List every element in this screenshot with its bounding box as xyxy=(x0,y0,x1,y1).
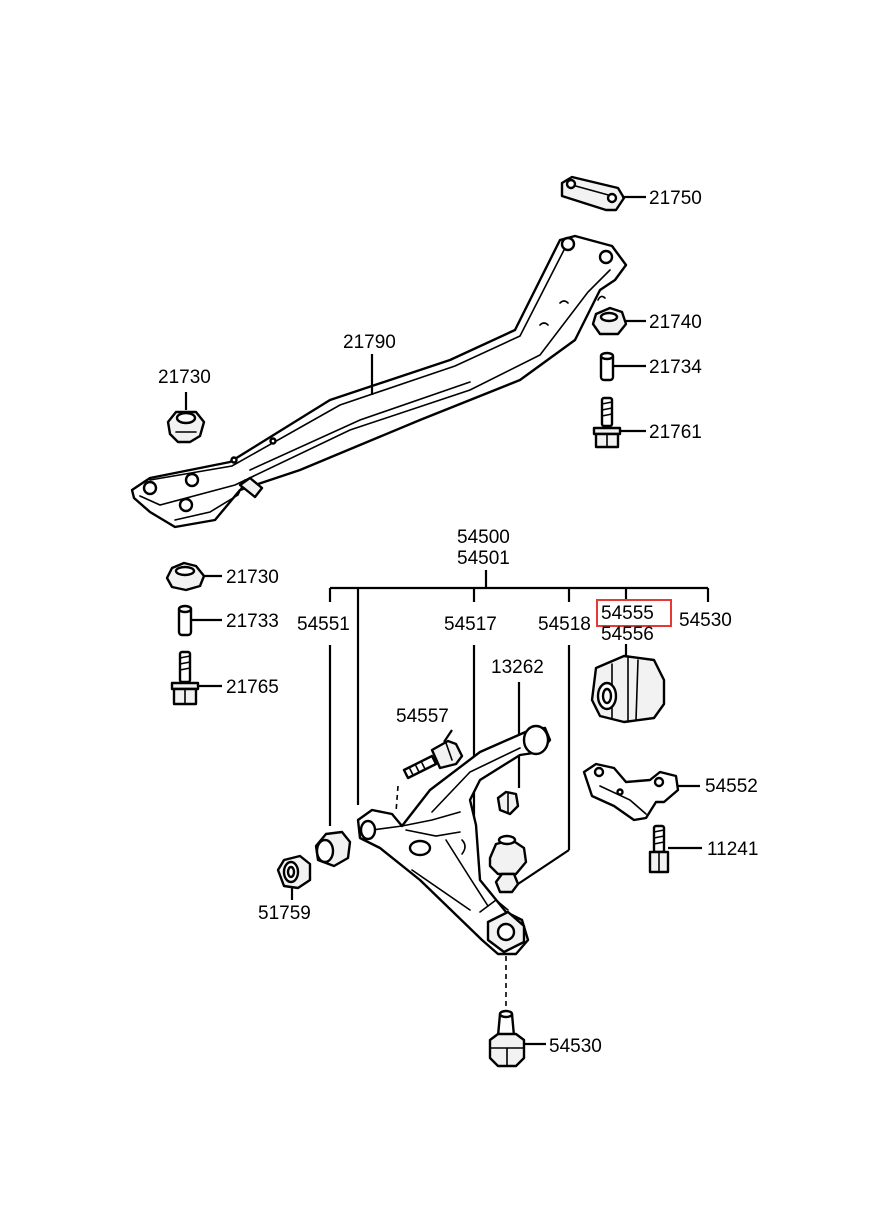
bolt-54557[interactable] xyxy=(402,739,464,780)
bolt-21761[interactable] xyxy=(592,396,622,449)
balljoint-54518[interactable] xyxy=(488,834,528,894)
label-54557: 54557 xyxy=(396,706,449,727)
leader-54518-branch xyxy=(511,849,570,889)
bushing-21740[interactable] xyxy=(591,306,628,336)
dash-54557 xyxy=(395,785,399,813)
mount-21730-lower[interactable] xyxy=(165,561,206,592)
label-21750: 21750 xyxy=(649,188,702,209)
nut-13262[interactable] xyxy=(496,790,520,816)
label-51759: 51759 xyxy=(258,903,311,924)
label-54556: 54556 xyxy=(601,624,654,645)
label-21761: 21761 xyxy=(649,422,702,443)
bushing-51759[interactable] xyxy=(276,854,312,890)
label-54551: 54551 xyxy=(297,614,350,635)
mount-21730-upper[interactable] xyxy=(166,410,206,444)
bushing-54551[interactable] xyxy=(314,830,352,868)
label-21730-upper: 21730 xyxy=(158,367,211,388)
label-54552: 54552 xyxy=(705,776,758,797)
assembly-bracket-tree xyxy=(328,570,710,805)
label-21733: 21733 xyxy=(226,611,279,632)
label-54518: 54518 xyxy=(538,614,591,635)
label-54501: 54501 xyxy=(457,548,510,569)
bolt-11241[interactable] xyxy=(648,824,670,874)
label-54517: 54517 xyxy=(444,614,497,635)
highlight-box-54555 xyxy=(596,599,672,627)
label-54555[interactable]: 54555 xyxy=(601,603,654,624)
label-21730-lower: 21730 xyxy=(226,567,279,588)
label-21740: 21740 xyxy=(649,312,702,333)
lower-control-arm[interactable] xyxy=(356,724,552,956)
label-21790: 21790 xyxy=(343,332,396,353)
label-21765: 21765 xyxy=(226,677,279,698)
sleeve-21734[interactable] xyxy=(599,351,615,382)
crossmember-21790[interactable] xyxy=(130,234,628,529)
leader-54557 xyxy=(443,729,453,743)
label-13262: 13262 xyxy=(491,657,544,678)
label-11241: 11241 xyxy=(707,839,758,860)
label-54530-bottom: 54530 xyxy=(549,1036,602,1057)
bolt-21765[interactable] xyxy=(170,650,200,706)
label-54500: 54500 xyxy=(457,527,510,548)
bracket-54552[interactable] xyxy=(582,762,680,822)
label-21734: 21734 xyxy=(649,357,702,378)
bushing-54556[interactable] xyxy=(590,654,666,724)
sleeve-21733[interactable] xyxy=(177,604,193,637)
plate-21750[interactable] xyxy=(560,175,626,212)
balljoint-54530[interactable] xyxy=(488,1009,526,1068)
label-54530-upper: 54530 xyxy=(679,610,732,631)
